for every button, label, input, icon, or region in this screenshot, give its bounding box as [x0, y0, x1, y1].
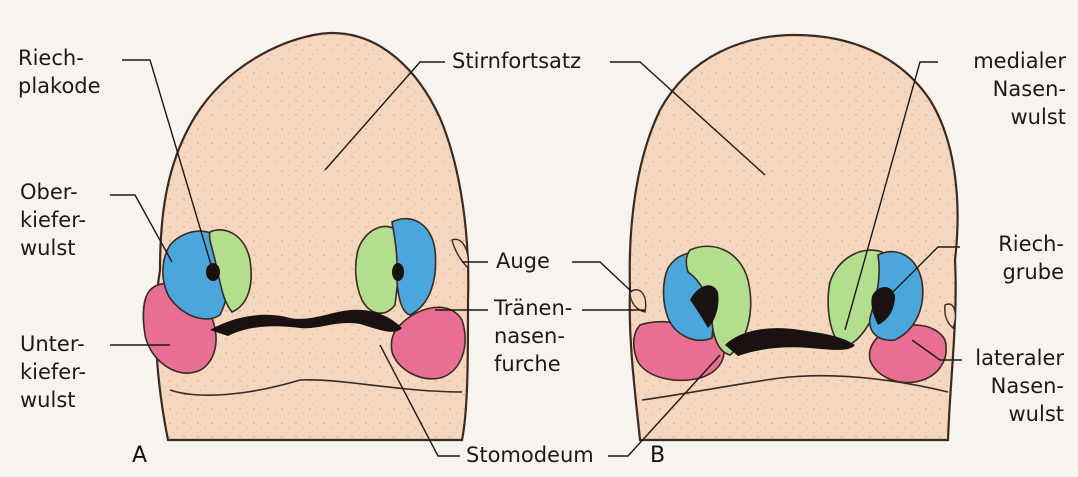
label-stirnfortsatz: Stirnfortsatz: [452, 47, 581, 75]
label-medialer-nasenwulst-line1: medialer: [973, 47, 1066, 75]
riechplakode-a: [206, 263, 220, 281]
label-riechplakode: Riech- plakode: [18, 44, 101, 100]
label-riechplakode-line1: Riech-: [18, 44, 101, 72]
label-stirnfortsatz-text: Stirnfortsatz: [452, 47, 581, 75]
panel-label-a: A: [132, 443, 147, 468]
label-lateraler-nasenwulst-line2: Nasen-: [975, 372, 1064, 400]
label-traenennasenfurche-line2: nasen-: [494, 322, 572, 350]
label-oberkieferwulst-line3: wulst: [20, 234, 86, 262]
label-unterkieferwulst: Unter- kiefer- wulst: [20, 330, 86, 414]
embryo-b: [630, 35, 958, 440]
label-auge: Auge: [496, 247, 550, 275]
label-stomodeum: Stomodeum: [466, 441, 594, 469]
label-auge-text: Auge: [496, 247, 550, 275]
panel-label-b: B: [650, 443, 665, 468]
label-medialer-nasenwulst-line3: wulst: [973, 103, 1066, 131]
embryo-a: [143, 33, 468, 440]
label-medialer-nasenwulst-line2: Nasen-: [973, 75, 1066, 103]
label-oberkieferwulst: Ober- kiefer- wulst: [20, 178, 86, 262]
label-lateraler-nasenwulst: lateraler Nasen- wulst: [975, 344, 1064, 428]
label-stomodeum-text: Stomodeum: [466, 441, 594, 469]
label-riechplakode-line2: plakode: [18, 72, 101, 100]
riechplakode-right-a: [392, 263, 404, 281]
label-traenennasenfurche-line3: furche: [494, 350, 572, 378]
label-riechgrube-line1: Riech-: [998, 230, 1064, 258]
label-oberkieferwulst-line1: Ober-: [20, 178, 86, 206]
label-traenennasenfurche: Tränen- nasen- furche: [494, 294, 572, 378]
label-lateraler-nasenwulst-line1: lateraler: [975, 344, 1064, 372]
label-traenennasenfurche-line1: Tränen-: [494, 294, 572, 322]
label-lateraler-nasenwulst-line3: wulst: [975, 400, 1064, 428]
label-unterkieferwulst-line3: wulst: [20, 386, 86, 414]
label-oberkieferwulst-line2: kiefer-: [20, 206, 86, 234]
label-unterkieferwulst-line2: kiefer-: [20, 358, 86, 386]
label-riechgrube: Riech- grube: [998, 230, 1064, 286]
label-unterkieferwulst-line1: Unter-: [20, 330, 86, 358]
label-medialer-nasenwulst: medialer Nasen- wulst: [973, 47, 1066, 131]
label-riechgrube-line2: grube: [998, 258, 1064, 286]
